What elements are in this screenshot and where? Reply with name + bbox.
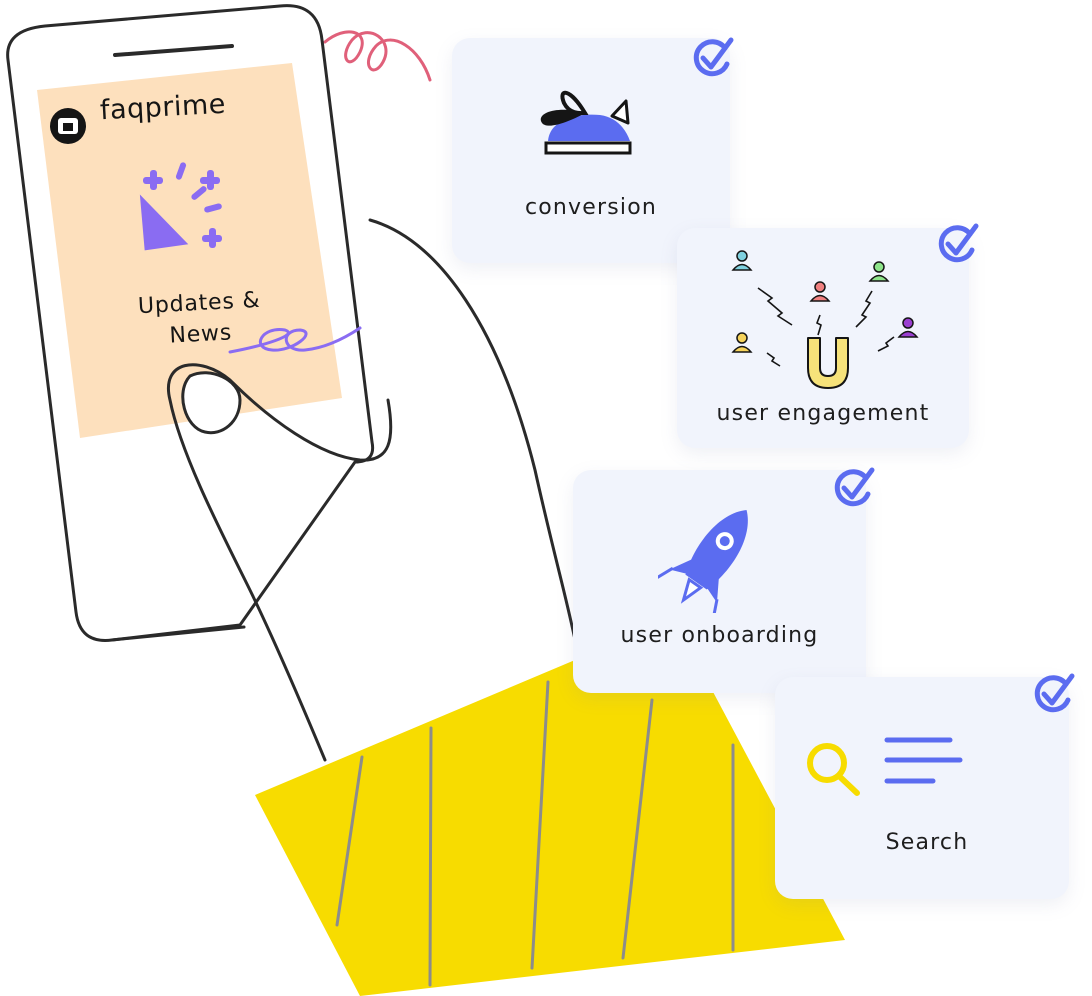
thumb-nail [181,371,242,435]
brand-name: faqprime [99,88,227,127]
check-icon [938,223,979,263]
pink-squiggle [323,30,432,82]
user-onboarding-label: user onboarding [620,623,819,648]
sleeve-shape [255,660,845,996]
phone-speaker [113,44,234,57]
conversion-card: conversion [452,38,730,263]
spark-lines [757,287,895,367]
user-onboarding-card: user onboarding [573,470,866,693]
phone-headline: Updates & News [137,287,262,349]
magnifier-icon [807,737,963,796]
user-figures [731,250,919,353]
user-engagement-card: user engagement [677,228,969,448]
search-card: Search [775,677,1069,899]
faqprime-logo-icon [50,108,86,144]
search-lines [884,737,963,784]
party-popper-icon [139,162,222,251]
user-engagement-label: user engagement [716,401,930,426]
check-icon [1034,673,1075,713]
search-label: Search [885,830,969,855]
purple-swirl [228,326,362,354]
check-icon [834,467,875,507]
thumb-outline [166,363,393,762]
rocket-icon [658,509,748,613]
conversion-label: conversion [524,195,658,220]
sleeve-stripes [335,680,735,987]
check-icon [693,37,734,77]
magnet-icon [731,250,919,389]
hand-outline [368,218,580,657]
phone-bottom-edge [110,625,246,642]
sneaker-icon [540,90,632,155]
